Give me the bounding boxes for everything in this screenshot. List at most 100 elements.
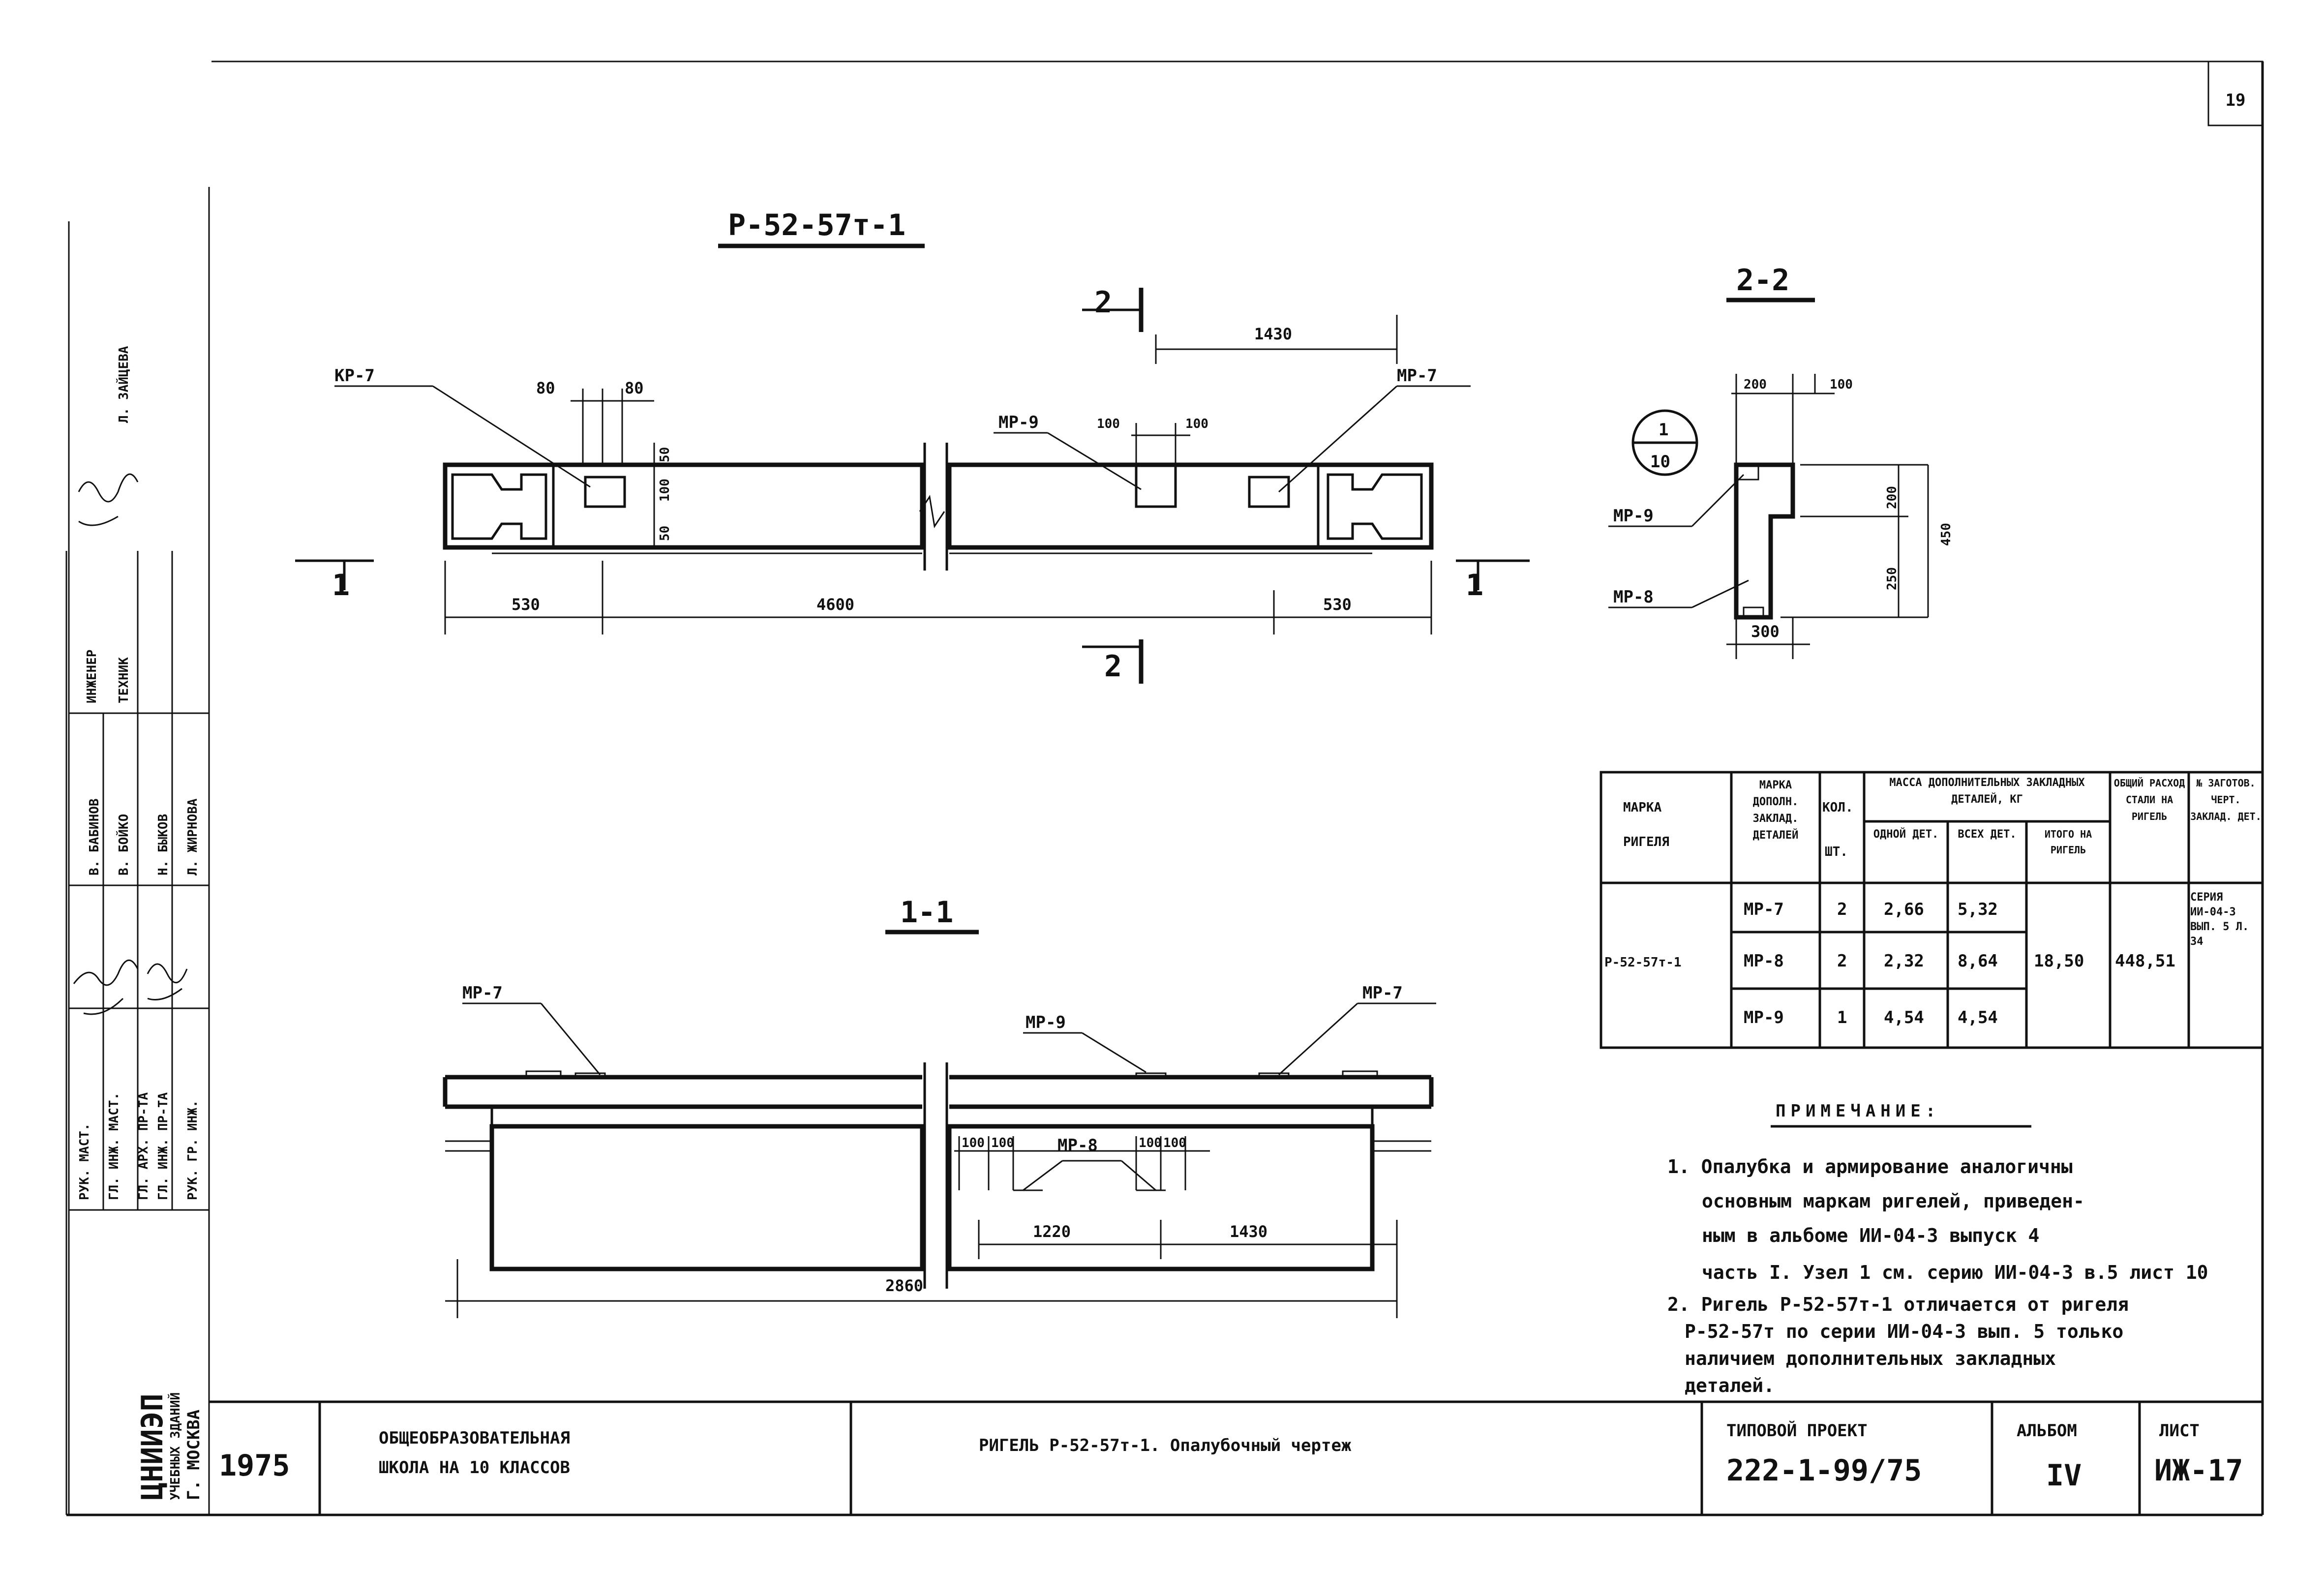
section2-dim-100: 100: [1830, 377, 1853, 392]
side-name-2: В. БОЙКО: [116, 814, 131, 876]
plan-dim-100b: 100: [1097, 417, 1120, 431]
signature-3: [147, 963, 188, 1000]
table-hdr-part: МАРКА ДОПОЛН. ЗАКЛАД. ДЕТАЛЕЙ: [1752, 779, 1799, 842]
side-extra-3: Л. ЗАЙЦЕВА: [116, 346, 131, 423]
sheet-frame: 19: [65, 60, 2264, 1516]
tb-sheet-value: ИЖ-17: [2154, 1453, 2243, 1488]
table-hdr-ref: № ЗАГОТОВ. ЧЕРТ. ЗАКЛАД. ДЕТ.: [2190, 777, 2262, 822]
table-hdr-total: ИТОГО НА РИГЕЛЬ: [2044, 828, 2092, 856]
section2-dim-450: 450: [1939, 523, 1954, 546]
table-steel: 448,51: [2115, 951, 2175, 971]
side-role-1: РУК. МАСТ.: [77, 1123, 92, 1200]
notes-line-4: часть I. Узел 1 см. серию ИИ-04-3 в.5 ли…: [1702, 1262, 2208, 1283]
section2-label-mr8: МР-8: [1613, 587, 1654, 607]
tb-album-label: АЛЬБОМ: [2017, 1421, 2077, 1441]
section-1-1: 1-1 МР-7 МР-9 МР-7 100 100 100: [443, 895, 1436, 1318]
title-block: 1975 ОБЩЕОБРАЗОВАТЕЛЬНАЯ ШКОЛА НА 10 КЛА…: [209, 1400, 2263, 1515]
plan-dim-80a: 80: [536, 379, 555, 397]
tb-sheet-label: ЛИСТ: [2159, 1421, 2200, 1441]
section1-title: 1-1: [900, 895, 953, 930]
table-row2-one: 2,32: [1884, 951, 1924, 971]
plan-dim-100a: 100: [658, 479, 672, 502]
table-row3-all: 4,54: [1958, 1008, 1998, 1027]
table-hdr-all: ВСЕХ ДЕТ.: [1958, 828, 2017, 841]
tb-year: 1975: [219, 1449, 290, 1483]
plan-dim-50b: 50: [658, 526, 672, 541]
tb-album-value: IV: [2046, 1458, 2082, 1493]
section1-dim-100a: 100: [962, 1136, 985, 1150]
table-row2-qty: 2: [1837, 951, 1847, 971]
table-row2-part: МР-8: [1744, 951, 1784, 971]
notes-title: ПРИМЕЧАНИЕ:: [1776, 1101, 1940, 1121]
notes-line-2: основным маркам ригелей, приведен-: [1702, 1190, 2084, 1212]
side-org-sub2: Г. МОСКВА: [184, 1410, 204, 1500]
plan-label-mr9: МР-9: [998, 413, 1039, 432]
table-hdr-qty-b: ШТ.: [1825, 845, 1848, 859]
plan-dim-1430: 1430: [1254, 325, 1292, 343]
notes-line-7: наличием дополнительных закладных: [1685, 1348, 2056, 1369]
section1-dim-1220: 1220: [1033, 1222, 1071, 1241]
side-name-1: В. БАБИНОВ: [87, 798, 102, 876]
section1-label-mr7a: МР-7: [462, 983, 503, 1003]
table-hdr-steel: ОБЩИЙ РАСХОД СТАЛИ НА РИГЕЛЬ: [2113, 777, 2185, 822]
side-role-3: ГЛ. АРХ. ПР-ТА: [136, 1092, 151, 1200]
table-hdr-one: ОДНОЙ ДЕТ.: [1873, 828, 1939, 841]
table-ref: СЕРИЯ ИИ-04-3 ВЫП. 5 Л. 34: [2190, 891, 2249, 948]
side-role-2: ГЛ. ИНЖ. МАСТ.: [107, 1092, 121, 1200]
table-hdr-qty-a: КОЛ.: [1822, 800, 1853, 815]
table-row1-qty: 2: [1837, 900, 1847, 919]
table-row3-one: 4,54: [1884, 1008, 1924, 1027]
side-name-3: Н. БЫКОВ: [156, 814, 171, 876]
section1-dim-100d: 100: [1163, 1136, 1186, 1150]
section2-dim-300: 300: [1751, 622, 1780, 641]
side-role-4: ГЛ. ИНЖ. ПР-ТА: [156, 1092, 171, 1200]
side-org: ЦНИИЭП: [135, 1393, 170, 1500]
side-stamp: ЦНИИЭП УЧЕБНЫХ ЗДАНИЙ Г. МОСКВА РУК. МАС…: [68, 221, 209, 1515]
plan-title: Р-52-57т-1: [728, 208, 905, 242]
notes: ПРИМЕЧАНИЕ: 1. Опалубка и армирование ан…: [1667, 1101, 2208, 1396]
plan-dim-4600: 4600: [816, 595, 854, 614]
plan-section-mark-left: 1: [332, 568, 350, 603]
plan-dim-50a: 50: [658, 447, 672, 462]
plan-dim-530b: 530: [1323, 595, 1352, 614]
side-extra-2: ТЕХНИК: [117, 657, 131, 703]
table-row1-all: 5,32: [1958, 900, 1998, 919]
plan-label-kr7: КР-7: [334, 366, 375, 386]
tb-object-1: ОБЩЕОБРАЗОВАТЕЛЬНАЯ: [379, 1428, 570, 1448]
table-hdr-mass: МАССА ДОПОЛНИТЕЛЬНЫХ ЗАКЛАДНЫХ ДЕТАЛЕЙ, …: [1889, 777, 2085, 806]
section2-dim-250: 250: [1885, 567, 1900, 590]
section2-node-num: 1: [1659, 420, 1668, 440]
signature-2: [73, 959, 139, 1015]
side-role-5: РУК. ГР. ИНЖ.: [185, 1100, 200, 1201]
table-row1-one: 2,66: [1884, 900, 1924, 919]
tb-drawing-title: РИГЕЛЬ Р-52-57т-1. Опалубочный чертеж: [979, 1436, 1352, 1455]
notes-line-1: 1. Опалубка и армирование аналогичны: [1667, 1156, 2073, 1178]
table-row1-part: МР-7: [1744, 900, 1784, 919]
section2-title: 2-2: [1736, 263, 1789, 298]
section2-node-den: 10: [1650, 452, 1670, 472]
spec-table: МАРКА РИГЕЛЯ МАРКА ДОПОЛН. ЗАКЛАД. ДЕТАЛ…: [1600, 771, 2264, 1049]
sheet-number: 19: [2226, 91, 2246, 110]
section1-dim-100b: 100: [991, 1136, 1014, 1150]
section1-dim-100c: 100: [1139, 1136, 1162, 1150]
side-org-sub1: УЧЕБНЫХ ЗДАНИЙ: [167, 1392, 183, 1500]
table-hdr-mark-b: РИГЕЛЯ: [1623, 835, 1669, 849]
plan-label-mr7: МР-7: [1397, 366, 1437, 386]
section2-dim-200a: 200: [1744, 377, 1767, 392]
table-row3-qty: 1: [1837, 1008, 1847, 1027]
plan-section-mark-top: 2: [1094, 285, 1112, 320]
section2-label-mr9: МР-9: [1613, 506, 1654, 526]
section2-dim-200b: 200: [1885, 486, 1900, 509]
section1-label-mr9: МР-9: [1026, 1013, 1066, 1032]
plan-section-mark-bottom: 2: [1104, 649, 1122, 684]
table-hdr-mark-a: МАРКА: [1623, 800, 1662, 815]
tb-project-label: ТИПОВОЙ ПРОЕКТ: [1726, 1420, 1868, 1441]
tb-project-number: 222-1-99/75: [1726, 1453, 1922, 1488]
plan-view: Р-52-57т-1 1 1 2 2 КР-7 М: [295, 208, 1530, 684]
section1-label-mr7b: МР-7: [1362, 983, 1403, 1003]
notes-line-8: деталей.: [1685, 1375, 1775, 1396]
notes-line-6: Р-52-57т по серии ИИ-04-3 вып. 5 только: [1685, 1321, 2123, 1342]
plan-dim-100c: 100: [1185, 417, 1208, 431]
section1-dim-2860: 2860: [885, 1276, 923, 1295]
